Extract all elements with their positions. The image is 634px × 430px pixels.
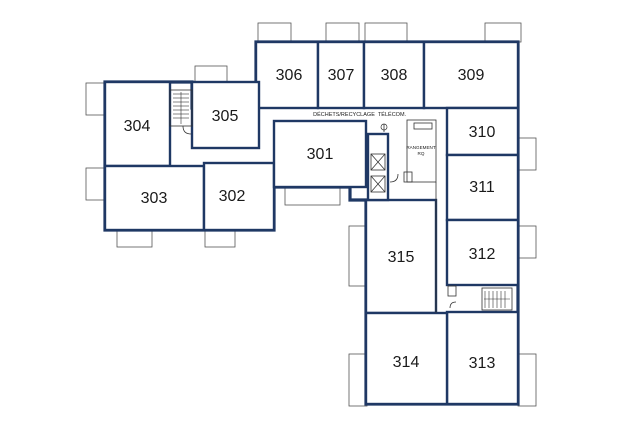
svg-text:311: 311 (469, 179, 495, 196)
svg-text:TÉLÉCOM.: TÉLÉCOM. (378, 111, 407, 118)
room-304: 304 (103, 80, 172, 168)
room-314: 314 (364, 311, 449, 406)
room-312: 312 (445, 218, 520, 287)
svg-text:315: 315 (388, 249, 415, 266)
svg-text:301: 301 (307, 146, 334, 163)
svg-text:309: 309 (458, 67, 485, 84)
svg-text:DÉCHETS/RECYCLAGE: DÉCHETS/RECYCLAGE (313, 111, 375, 118)
svg-text:303: 303 (141, 190, 168, 207)
room-315: 315 (364, 198, 438, 315)
room-307: 307 (316, 40, 366, 110)
room-310: 310 (445, 106, 520, 157)
stairwell-east (481, 287, 513, 311)
svg-text:308: 308 (381, 67, 408, 84)
doors (182, 125, 457, 309)
stairwell-west (169, 89, 193, 127)
telecom-room-label: TÉLÉCOM. (378, 111, 407, 118)
elevator-core (366, 132, 390, 202)
svg-text:307: 307 (328, 67, 355, 84)
svg-text:RANGEMENT: RANGEMENT (406, 145, 436, 150)
svg-text:312: 312 (469, 246, 496, 263)
room-313: 313 (445, 310, 520, 406)
svg-text:RQ: RQ (418, 151, 425, 156)
svg-text:302: 302 (219, 188, 246, 205)
svg-text:305: 305 (212, 108, 239, 125)
svg-text:304: 304 (124, 118, 151, 135)
svg-text:306: 306 (276, 67, 303, 84)
balconies (85, 22, 537, 407)
storage-room: RANGEMENT RQ (406, 119, 437, 183)
room-301: 301 (272, 119, 368, 189)
waste-room-label: DÉCHETS/RECYCLAGE (313, 111, 375, 118)
room-311: 311 (445, 153, 520, 222)
room-306: 306 (254, 40, 320, 110)
room-302: 302 (202, 161, 276, 232)
room-305: 305 (190, 80, 261, 150)
svg-text:314: 314 (393, 354, 420, 371)
room-303: 303 (103, 164, 206, 232)
fixtures (380, 123, 457, 313)
svg-text:313: 313 (469, 355, 496, 372)
svg-text:310: 310 (469, 124, 496, 141)
room-309: 309 (422, 40, 520, 110)
room-308: 308 (362, 40, 426, 110)
